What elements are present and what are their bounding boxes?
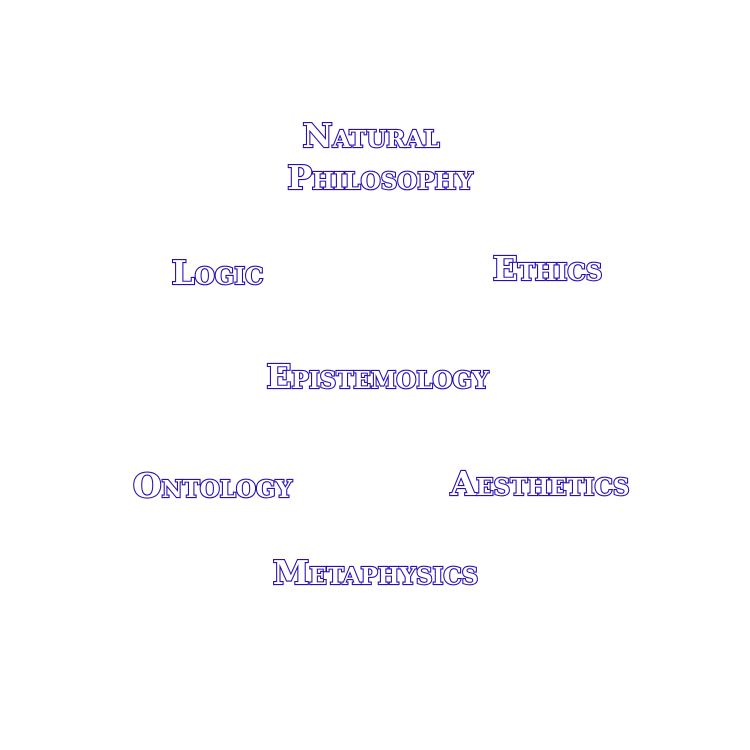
label-aesthetics: Aesthetics — [449, 463, 630, 504]
label-natural-philosophy: Natural Philosophy — [250, 115, 500, 199]
label-ethics: Ethics — [492, 248, 604, 289]
label-natural-philosophy-line2: Philosophy — [286, 157, 474, 198]
label-metaphysics: Metaphysics — [272, 552, 480, 593]
label-ontology: Ontology — [132, 465, 293, 506]
label-logic: Logic — [170, 252, 264, 293]
label-natural-philosophy-line1: Natural — [301, 115, 440, 156]
label-epistemology: Epistemology — [265, 356, 489, 397]
